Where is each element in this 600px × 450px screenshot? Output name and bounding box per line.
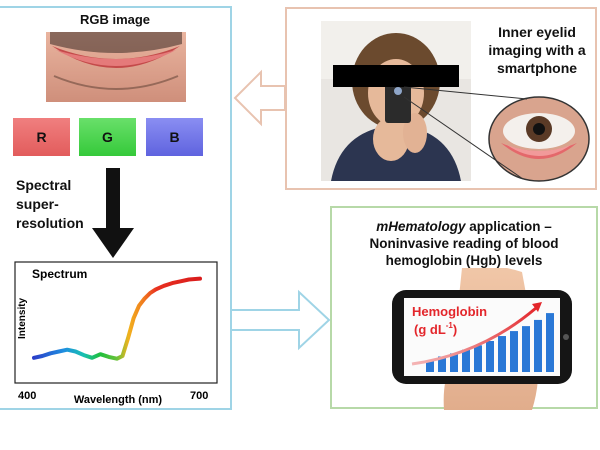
app-title-rest: application – — [466, 219, 552, 234]
hemoglobin-bar — [522, 326, 530, 372]
spectral-super-resolution-label: Spectral super- resolution — [16, 176, 96, 233]
mhematology-app-panel: mHematology application – Noninvasive re… — [330, 206, 598, 409]
hemoglobin-bar — [510, 331, 518, 372]
red-channel-label: R — [36, 129, 46, 145]
hemoglobin-bar — [546, 313, 554, 372]
hemoglobin-bar — [498, 336, 506, 372]
green-channel-label: G — [102, 129, 113, 145]
label-line: smartphone — [481, 59, 593, 77]
hemoglobin-bar — [462, 350, 470, 372]
red-channel-image: R — [13, 118, 70, 156]
label-line: imaging with a — [481, 41, 593, 59]
rgb-processing-panel: RGB image R G B Spectral super- resoluti… — [0, 6, 232, 410]
green-channel-image: G — [79, 118, 136, 156]
rgb-image-title: RGB image — [0, 12, 230, 27]
hand-holding-phone-illustration: Hemoglobin (g dL-1) — [382, 268, 582, 410]
app-title-line: hemoglobin (Hgb) levels — [332, 252, 596, 269]
label-line: Inner eyelid — [481, 23, 593, 41]
inner-eyelid-imaging-label: Inner eyelid imaging with a smartphone — [481, 23, 593, 77]
process-label-line: super- — [16, 195, 96, 214]
process-label-line: resolution — [16, 214, 96, 233]
app-title-line: Noninvasive reading of blood — [332, 235, 596, 252]
app-name: mHematology — [376, 219, 465, 234]
hemoglobin-bar — [534, 320, 542, 372]
app-description-title: mHematology application – Noninvasive re… — [332, 218, 596, 269]
x-tick-700: 700 — [190, 390, 208, 402]
hemoglobin-label: Hemoglobin — [412, 304, 487, 319]
hemoglobin-bar — [474, 345, 482, 372]
spectrum-chart: Spectrum Intensity 400 Wavelength (nm) 7… — [14, 261, 218, 407]
y-axis-label: Intensity — [17, 297, 28, 339]
eyelid-photo — [46, 32, 186, 102]
smartphone-imaging-panel: Inner eyelid imaging with a smartphone — [285, 7, 597, 190]
left-arrow-icon — [233, 68, 287, 128]
hemoglobin-bar — [486, 341, 494, 372]
x-tick-400: 400 — [18, 390, 36, 402]
chart-title: Spectrum — [32, 267, 87, 281]
right-arrow-icon — [229, 288, 332, 352]
x-axis-label: Wavelength (nm) — [74, 394, 163, 406]
blue-channel-image: B — [146, 118, 203, 156]
process-label-line: Spectral — [16, 176, 96, 195]
down-arrow-icon — [90, 168, 136, 260]
blue-channel-label: B — [169, 129, 179, 145]
